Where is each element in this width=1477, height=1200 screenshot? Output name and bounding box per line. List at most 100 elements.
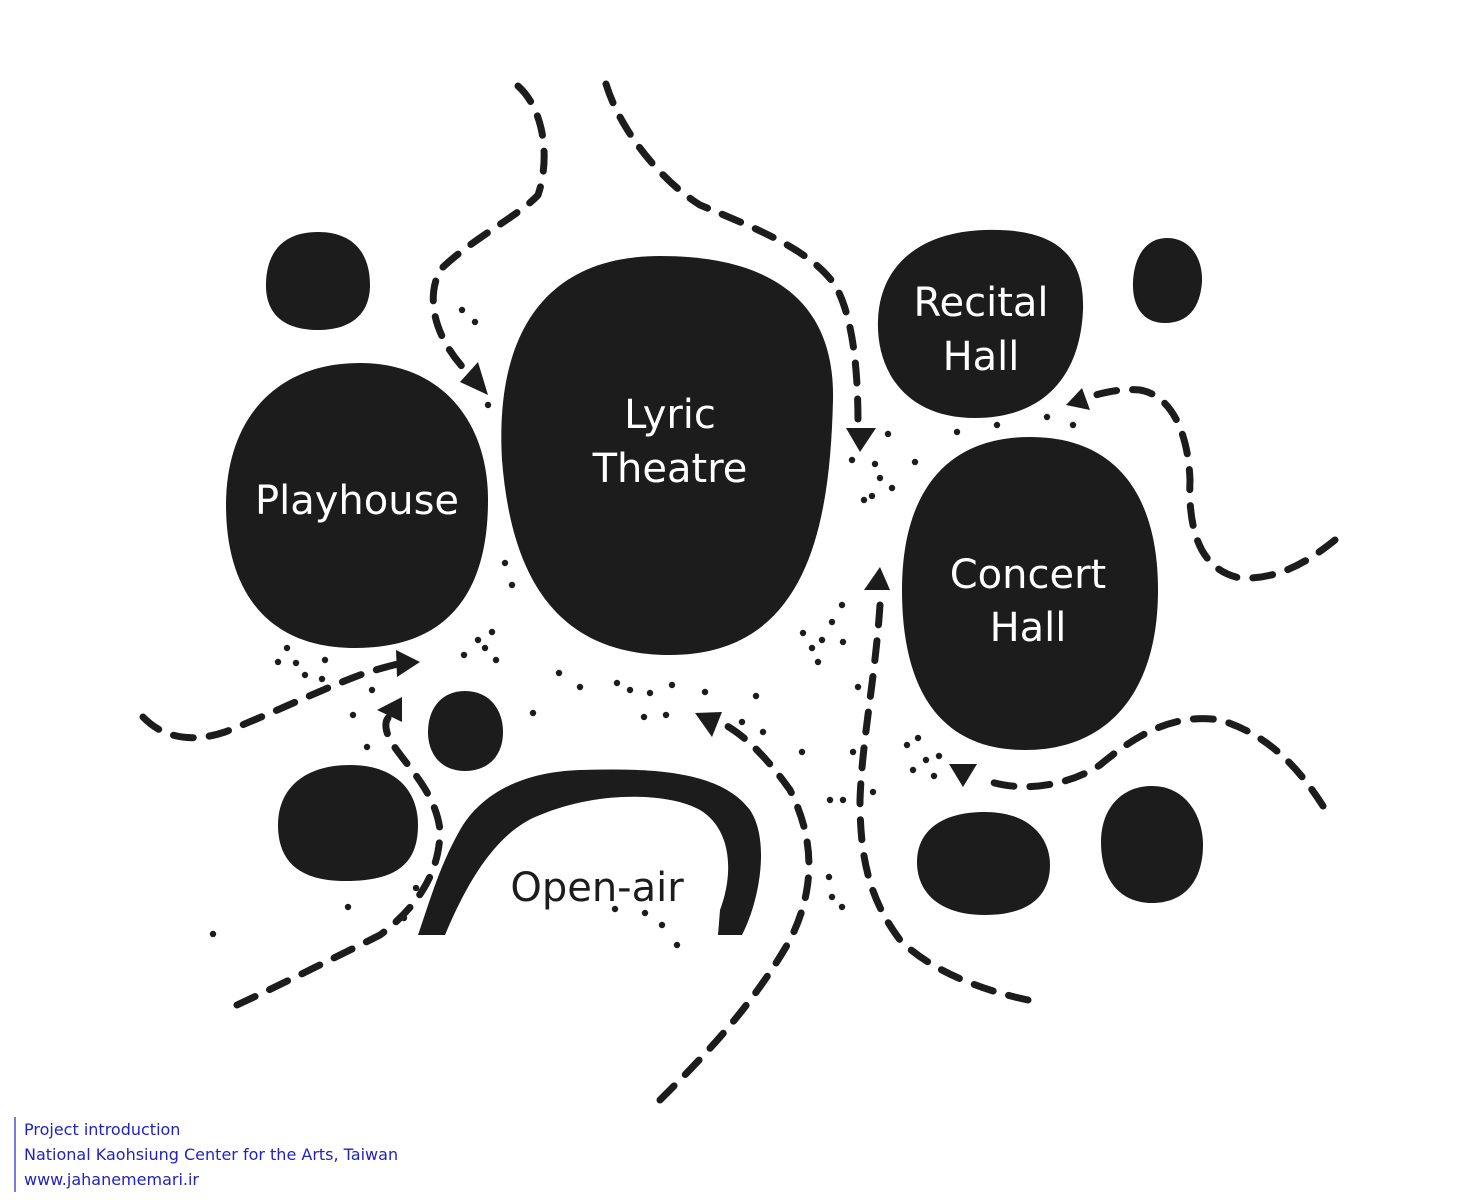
pedestrian-dot (488, 628, 496, 636)
arrow-into-recital (1066, 388, 1090, 410)
label-recital-line2: Hall (943, 334, 1020, 380)
path-top-left (429, 82, 548, 379)
pedestrian-dot (481, 644, 489, 652)
caption-website[interactable]: www.jahanememari.ir (24, 1170, 200, 1189)
pedestrian-dot (799, 629, 807, 637)
pedestrian-dot (484, 401, 492, 409)
caption-project-intro: Project introduction (24, 1120, 181, 1139)
pedestrian-dot (555, 669, 563, 677)
path-bottom-right (856, 601, 1032, 1004)
venue-blobs (226, 229, 1203, 935)
arrow-into-concert-bottom (949, 764, 977, 787)
pedestrian-dot (884, 430, 892, 438)
pedestrian-dot (349, 711, 357, 719)
blob-small-top-left (265, 232, 370, 330)
pedestrian-dot (318, 675, 326, 683)
venue-labels: Lyric Theatre Playhouse Recital Hall Con… (255, 280, 1106, 911)
label-concert-line2: Hall (990, 605, 1067, 651)
pedestrian-dot (641, 909, 649, 917)
label-playhouse: Playhouse (255, 478, 459, 524)
pedestrian-dot (658, 921, 666, 929)
pedestrian-dot (930, 772, 938, 780)
pedestrian-dot (274, 658, 282, 666)
pedestrian-dot (301, 671, 309, 679)
arrow-into-playhouse-bottom (396, 650, 420, 677)
pedestrian-dot (869, 788, 877, 796)
blob-recital-hall (877, 229, 1084, 418)
pedestrian-dot (808, 644, 816, 652)
pedestrian-dot (283, 644, 291, 652)
pedestrian-dot (849, 748, 857, 756)
pedestrian-dot (953, 428, 961, 436)
pedestrian-dot (662, 711, 670, 719)
blob-lower-left (278, 765, 418, 881)
arrow-up-concert (864, 567, 890, 590)
pedestrian-dot (825, 873, 833, 881)
pedestrian-dot (838, 601, 846, 609)
pedestrian-dot (640, 713, 648, 721)
pedestrian-dot (611, 905, 619, 913)
pedestrian-dot (876, 474, 884, 482)
blob-playhouse (226, 363, 488, 648)
pedestrian-dot (400, 914, 408, 922)
pedestrian-dot (1043, 413, 1051, 421)
pedestrian-dot (888, 484, 896, 492)
pedestrian-dot (460, 651, 468, 659)
pedestrian-dot (292, 659, 300, 667)
pedestrian-dot (909, 766, 917, 774)
pedestrian-dot (838, 903, 846, 911)
pedestrian-dot (209, 930, 217, 938)
path-lower-left-up (233, 714, 444, 1009)
pedestrian-dot (828, 893, 836, 901)
pedestrian-dot (1069, 421, 1077, 429)
pedestrian-dot (922, 756, 930, 764)
blob-concert-hall (902, 437, 1158, 750)
pedestrian-dot (860, 496, 868, 504)
pedestrian-dot (363, 743, 371, 751)
pedestrian-dot (848, 456, 856, 464)
pedestrian-dot (839, 796, 847, 804)
blob-small-top-right (1132, 238, 1203, 323)
pedestrian-dot (903, 741, 911, 749)
direction-arrows (377, 362, 1090, 787)
pedestrian-dot (529, 709, 537, 717)
pedestrian-dot (668, 681, 676, 689)
pedestrian-dot (911, 458, 919, 466)
pedestrian-dot (871, 460, 879, 468)
arrow-up-left-small (377, 697, 402, 722)
pedestrian-dot (914, 734, 922, 742)
path-right-concert (976, 715, 1327, 810)
pedestrian-dot (701, 688, 709, 696)
arrow-into-lyric-topleft (460, 362, 488, 395)
caption-block: Project introduction National Kaohsiung … (14, 1117, 398, 1192)
label-recital-line1: Recital (913, 280, 1048, 326)
arrow-into-lyric-bottom (695, 712, 722, 737)
blob-lyric-theatre (501, 256, 834, 655)
pedestrian-dot (492, 656, 500, 664)
pedestrian-dot (613, 679, 621, 687)
pedestrian-dot (752, 692, 760, 700)
pedestrian-dot (501, 559, 509, 567)
pedestrian-dot (856, 434, 864, 442)
pedestrian-dot (673, 941, 681, 949)
blob-lower-right-2 (1101, 786, 1203, 903)
pedestrian-dot (759, 728, 767, 736)
circulation-paths (139, 80, 1339, 1104)
pedestrian-dot (818, 636, 826, 644)
pedestrian-dot (854, 683, 862, 691)
blob-lower-right-1 (917, 812, 1050, 915)
path-top-center (602, 80, 862, 429)
blob-small-center-left (428, 691, 503, 771)
pedestrian-dot (798, 748, 806, 756)
pedestrian-dot (839, 638, 847, 646)
path-bottom-center (656, 716, 813, 1104)
path-left-playhouse (139, 658, 409, 742)
pedestrian-dot (626, 686, 634, 694)
pedestrian-dot (814, 658, 822, 666)
pedestrian-dot (738, 718, 746, 726)
pedestrian-dot (828, 618, 836, 626)
pedestrian-dot (508, 581, 516, 589)
pedestrian-dot (826, 796, 834, 804)
caption-project-name: National Kaohsiung Center for the Arts, … (24, 1145, 399, 1164)
